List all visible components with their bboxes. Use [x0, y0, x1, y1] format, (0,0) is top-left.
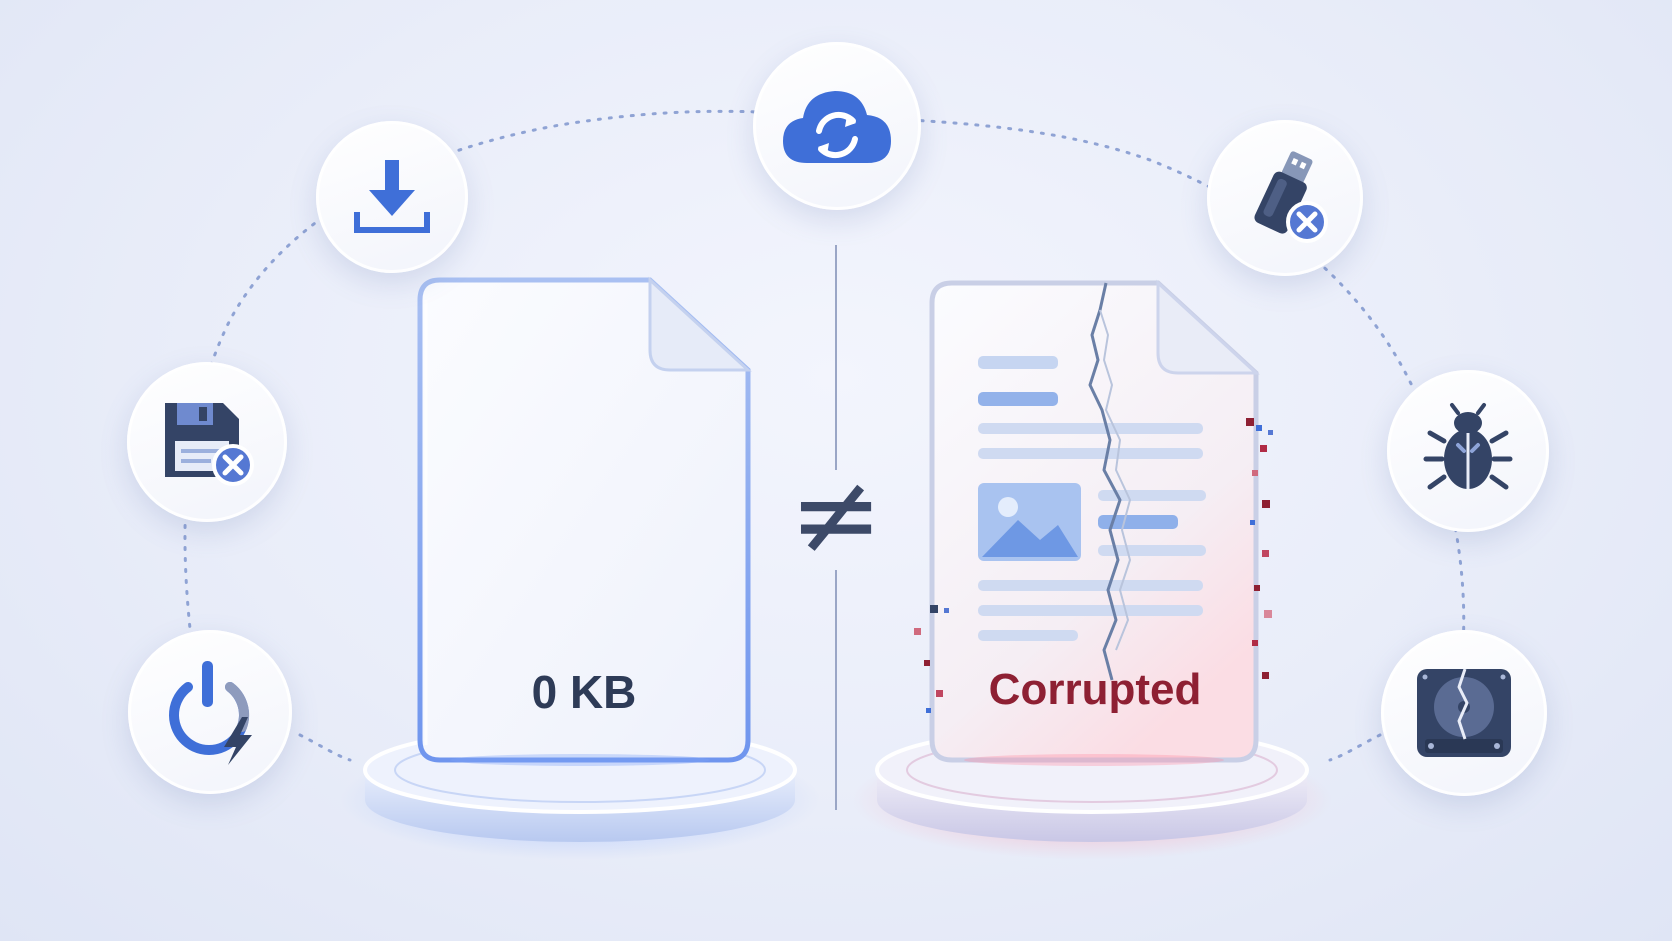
- glitch-pixels: [914, 418, 1273, 713]
- crack-line: [1088, 282, 1122, 681]
- dotted-arc: [298, 733, 352, 762]
- corrupted-file-document: [914, 279, 1273, 763]
- power-failure-icon: [128, 630, 292, 794]
- image-placeholder-icon: [978, 483, 1081, 561]
- download-icon: [316, 121, 468, 273]
- damaged-hard-drive-icon: [1381, 630, 1547, 796]
- usb-drive-error-icon: [1207, 120, 1363, 276]
- dotted-arc: [1328, 733, 1382, 762]
- cloud-sync-icon: [753, 42, 921, 210]
- empty-file-document: [417, 276, 752, 763]
- file-size-label: 0 KB: [531, 666, 637, 718]
- bug-icon: [1387, 370, 1549, 532]
- document-text-lines: [978, 356, 1206, 641]
- dotted-arc: [908, 118, 1466, 682]
- floppy-disk-error-icon: [127, 362, 287, 522]
- not-equal-symbol: ≠: [789, 450, 883, 580]
- dotted-arc: [183, 109, 762, 672]
- corrupted-status-label: Corrupted: [988, 665, 1202, 714]
